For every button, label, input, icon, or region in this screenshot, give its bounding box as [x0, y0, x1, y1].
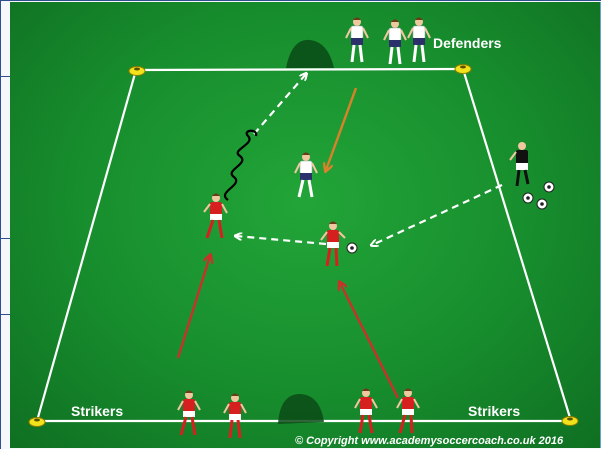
strikers-queue-left	[178, 391, 246, 439]
defender-player	[384, 20, 406, 65]
run-to-goal-arrow	[254, 74, 306, 134]
pass-striker-to-striker	[236, 236, 326, 244]
defenders-group	[346, 18, 430, 65]
defender-player	[408, 18, 430, 63]
active-defender	[295, 153, 317, 198]
copyright-text: © Copyright www.academysoccercoach.co.uk…	[295, 435, 564, 447]
cone-bottom-left	[29, 418, 45, 427]
defenders-label: Defenders	[433, 35, 502, 51]
cone-bottom-right	[562, 417, 578, 426]
defender-player	[346, 18, 368, 63]
balls-supply	[523, 182, 554, 209]
dribble-path	[225, 131, 256, 200]
strikers-queue-right	[355, 389, 419, 434]
drill-diagram: Defenders Strikers Strikers © Copyright …	[10, 2, 600, 448]
cone-top-left	[129, 67, 145, 76]
pitch-boundary	[37, 69, 571, 421]
top-goal	[286, 40, 334, 68]
striker-run-arrows	[178, 256, 398, 398]
pass-arrows	[236, 74, 502, 245]
soccer-pitch: Defenders Strikers Strikers © Copyright …	[10, 2, 601, 448]
strikers-label-right: Strikers	[468, 403, 520, 419]
coach-server	[510, 142, 528, 186]
bottom-goal	[278, 394, 324, 424]
cone-top-right	[455, 65, 471, 74]
match-ball	[347, 243, 357, 253]
pass-coach-to-striker	[372, 185, 502, 245]
attacking-striker-left	[204, 194, 227, 239]
defender-run-arrow	[326, 88, 356, 170]
strikers-label-left: Strikers	[71, 403, 123, 419]
